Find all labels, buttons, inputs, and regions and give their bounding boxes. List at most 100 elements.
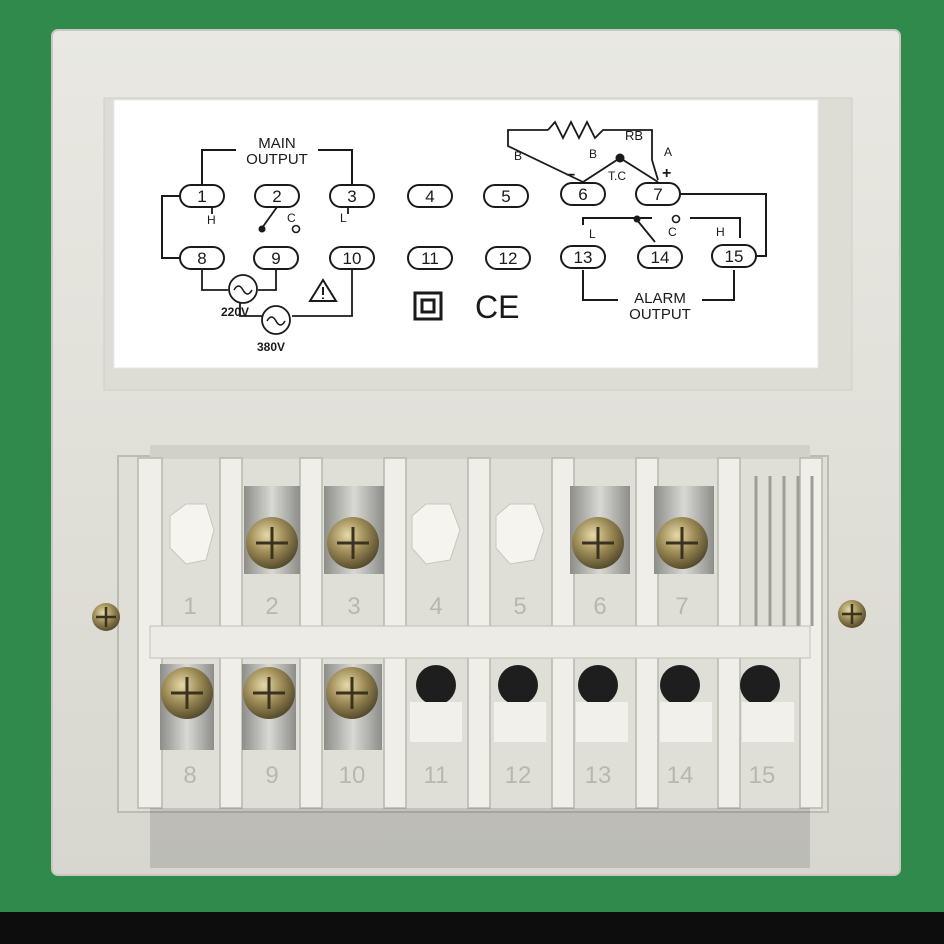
terminal-pill-3: 3 (329, 184, 375, 208)
terminal-10-screw (324, 664, 382, 750)
terminal-3-screw (324, 486, 384, 574)
rtd-b-left-label: B (514, 149, 522, 163)
main-contact-c-dot (258, 225, 266, 233)
terminal-ledge (149, 625, 811, 659)
embossed-number-12: 12 (505, 762, 532, 789)
terminal-number: 9 (271, 249, 280, 268)
terminal-block: 1 2 3 4 5 6 7 (92, 445, 866, 868)
main-contact-l-label: L (340, 211, 347, 225)
main-output-label-line2: OUTPUT (246, 151, 308, 168)
supply-220-label: 220V (221, 305, 249, 319)
main-contact-c-label: C (287, 211, 296, 225)
embossed-number-7: 7 (675, 593, 688, 620)
embossed-number-1: 1 (183, 593, 196, 620)
rb-resistor-icon (547, 119, 659, 181)
embossed-number-5: 5 (513, 593, 526, 620)
embossed-number-11: 11 (424, 762, 449, 789)
embossed-number-4: 4 (429, 593, 442, 620)
warning-icon (308, 278, 338, 302)
terminal-pill-5: 5 (483, 184, 529, 208)
supply-380-label: 380V (257, 340, 285, 354)
terminal-13-hole (576, 665, 628, 742)
rtd-wire-left (507, 129, 584, 183)
main-output-label-line1: MAIN (258, 135, 296, 152)
top-loop-wire (161, 195, 181, 259)
right-loop-wire (678, 193, 767, 257)
supply-wiring (201, 269, 353, 317)
terminal-number: 14 (651, 248, 670, 267)
terminal-number: 6 (578, 185, 587, 204)
terminal-pill-2: 2 (254, 184, 300, 208)
terminal-pill-8: 8 (179, 246, 225, 270)
terminal-8-screw (160, 664, 214, 750)
terminal-pill-4: 4 (407, 184, 453, 208)
terminal-1-hole (169, 503, 215, 565)
terminal-number: 1 (197, 187, 206, 206)
alarm-contact-c-label: C (668, 225, 677, 239)
alarm-contact-l-label: L (589, 227, 596, 241)
terminal-pill-9: 9 (253, 246, 299, 270)
double-insulation-icon (413, 291, 443, 321)
ac-220-wave (233, 285, 253, 295)
terminal-pill-7: 7 (635, 182, 681, 206)
embossed-number-9: 9 (265, 762, 278, 789)
alarm-bracket (582, 217, 741, 301)
terminal-number: 10 (343, 249, 362, 268)
terminal-6-screw (570, 486, 630, 574)
terminal-number: 3 (347, 187, 356, 206)
tc-label: T.C (608, 169, 626, 183)
plus-sign: + (662, 165, 671, 182)
terminal-number: 5 (501, 187, 510, 206)
ac-380-wave (266, 316, 286, 326)
terminal-pill-12: 12 (485, 246, 531, 270)
terminal-number: 8 (197, 249, 206, 268)
terminal-number: 4 (425, 187, 434, 206)
embossed-number-13: 13 (585, 762, 612, 789)
terminal-pill-15: 15 (711, 244, 757, 268)
ce-mark: CE (475, 289, 519, 325)
terminal-pill-11: 11 (407, 246, 453, 270)
terminal-number: 13 (574, 248, 593, 267)
terminal-12-hole (494, 665, 546, 742)
rtd-a-label: A (664, 145, 672, 159)
rtd-rb-label: RB (625, 128, 643, 143)
terminal-pill-14: 14 (637, 245, 683, 269)
terminal-pill-10: 10 (329, 246, 375, 270)
embossed-number-10: 10 (339, 762, 366, 789)
main-contact-l-dot (291, 224, 301, 234)
terminal-vent-slots (754, 476, 814, 626)
alarm-output-label-line2: OUTPUT (629, 306, 691, 323)
terminal-pill-1: 1 (179, 184, 225, 208)
terminal-2-screw (244, 486, 300, 574)
terminal-11-hole (410, 665, 462, 742)
alarm-relay-contact (636, 219, 656, 243)
main-output-bracket (201, 149, 353, 196)
terminal-number: 12 (499, 249, 518, 268)
terminal-pill-6: 6 (560, 182, 606, 206)
terminal-7-screw (654, 486, 714, 574)
bottom-terminal-row (160, 664, 794, 750)
main-contact-h-label: H (207, 213, 216, 227)
terminal-number: 15 (725, 247, 744, 266)
alarm-contact-h-dot (671, 214, 681, 224)
alarm-contact-l-dot (633, 215, 641, 223)
terminal-pill-13: 13 (560, 245, 606, 269)
terminal-14-hole (660, 665, 712, 742)
top-terminal-row (169, 476, 814, 626)
rtd-b-inner-label: B (589, 147, 597, 161)
terminal-number: 2 (272, 187, 281, 206)
terminal-number: 11 (421, 249, 439, 268)
terminal-15-hole (740, 665, 794, 742)
terminal-5-hole (495, 503, 545, 565)
embossed-number-3: 3 (347, 593, 360, 620)
minus-sign: − (566, 167, 575, 184)
wiring-label: MAIN OUTPUT B B A RB T.C − + H C L L C H… (113, 99, 819, 369)
alarm-contact-h-label: H (716, 225, 725, 239)
embossed-number-8: 8 (183, 762, 196, 789)
alarm-output-label-line1: ALARM (634, 290, 686, 307)
embossed-number-2: 2 (265, 593, 278, 620)
terminal-4-hole (411, 503, 461, 565)
embossed-number-15: 15 (749, 762, 776, 789)
terminal-9-screw (242, 664, 296, 750)
